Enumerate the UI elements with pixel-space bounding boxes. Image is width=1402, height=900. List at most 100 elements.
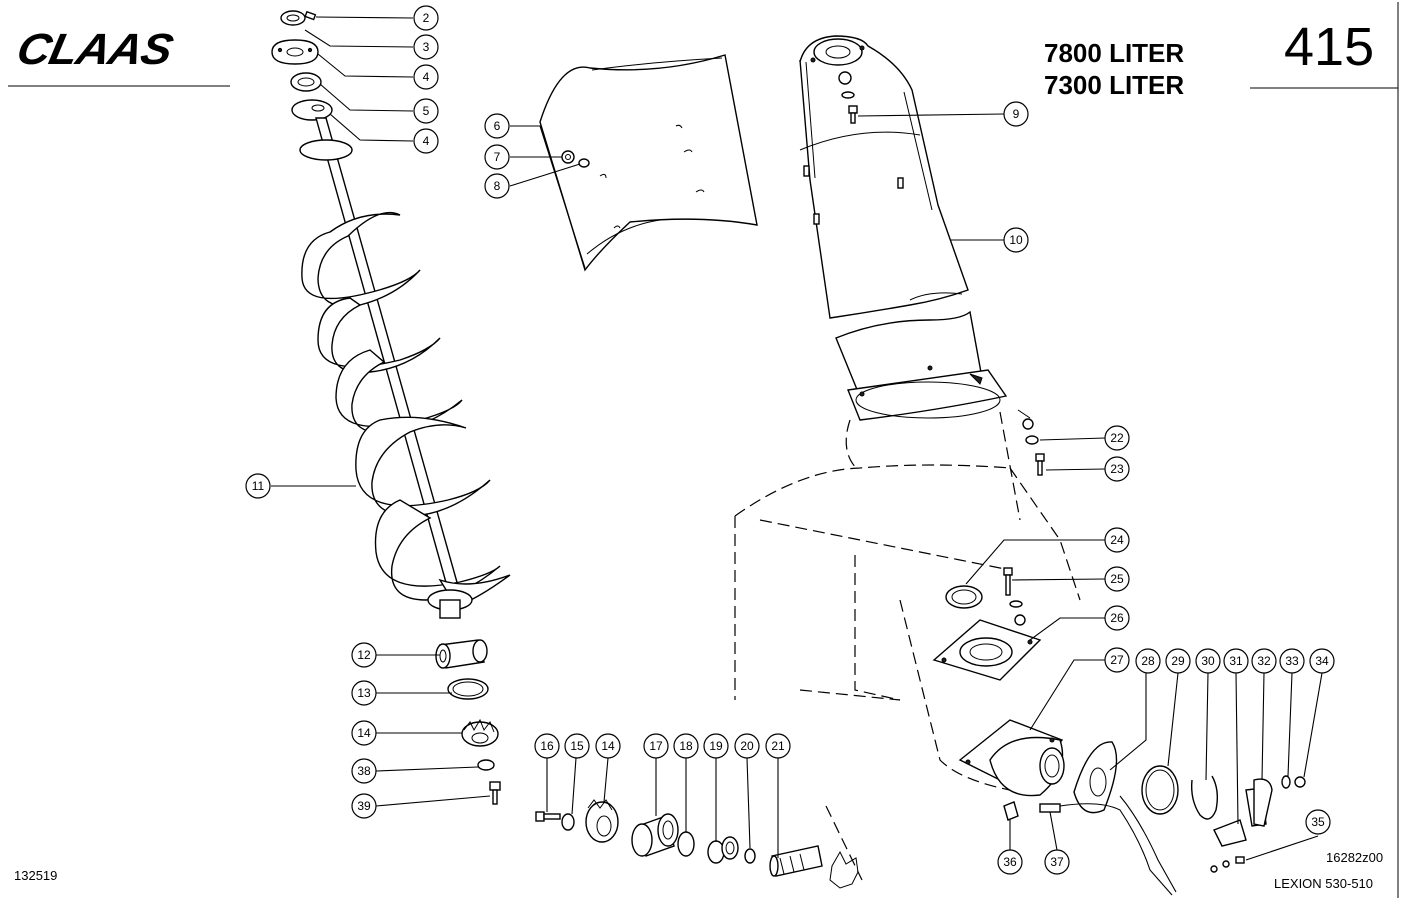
callout-5: 5 bbox=[413, 98, 439, 124]
svg-text:20: 20 bbox=[740, 739, 754, 753]
svg-text:17: 17 bbox=[649, 739, 663, 753]
part-8-washer bbox=[578, 158, 590, 168]
part-7-nut bbox=[561, 150, 575, 164]
part-18-circlip bbox=[677, 831, 695, 857]
callout-37: 37 bbox=[1044, 849, 1070, 875]
callout-6: 6 bbox=[484, 113, 510, 139]
part-35-small-parts bbox=[1210, 856, 1245, 873]
part-5-bearing bbox=[290, 72, 322, 92]
callout-18: 18 bbox=[673, 733, 699, 759]
claas-logo: CLAAS bbox=[12, 24, 177, 74]
callout-16: 16 bbox=[534, 733, 560, 759]
svg-text:11: 11 bbox=[252, 479, 265, 493]
part-21-shaft bbox=[769, 845, 823, 877]
svg-text:14: 14 bbox=[601, 739, 615, 753]
auger-flight-3 bbox=[335, 349, 463, 434]
svg-text:31: 31 bbox=[1229, 654, 1243, 668]
part-9-screw bbox=[838, 71, 858, 124]
callout-14: 14 bbox=[595, 733, 621, 759]
callout-9: 9 bbox=[1003, 101, 1029, 127]
part-27-gear-housing bbox=[958, 719, 1065, 797]
callout-29: 29 bbox=[1165, 648, 1191, 674]
capacity-label-2: 7300 LITER bbox=[1044, 70, 1185, 100]
callout-23: 23 bbox=[1104, 456, 1130, 482]
sprocket-outline bbox=[825, 805, 863, 889]
part-2-pin bbox=[304, 10, 317, 21]
svg-text:38: 38 bbox=[357, 764, 371, 778]
svg-text:24: 24 bbox=[1110, 533, 1124, 547]
auger-housing-outline bbox=[734, 411, 1081, 791]
callout-15: 15 bbox=[564, 733, 590, 759]
callout-24: 24 bbox=[1104, 527, 1130, 553]
part-15-washer bbox=[561, 813, 575, 831]
callout-19: 19 bbox=[703, 733, 729, 759]
part-23-bolt bbox=[1035, 453, 1045, 476]
callout-11: 11 bbox=[245, 473, 271, 499]
svg-text:29: 29 bbox=[1171, 654, 1185, 668]
callout-26: 26 bbox=[1104, 605, 1130, 631]
drawing-id-right: 16282z00 bbox=[1326, 850, 1384, 865]
svg-text:16: 16 bbox=[540, 739, 554, 753]
svg-text:34: 34 bbox=[1315, 654, 1329, 668]
svg-text:18: 18 bbox=[679, 739, 693, 753]
callout-4: 4 bbox=[413, 128, 439, 154]
svg-text:39: 39 bbox=[357, 799, 371, 813]
svg-text:32: 32 bbox=[1257, 654, 1271, 668]
svg-text:19: 19 bbox=[709, 739, 723, 753]
svg-text:12: 12 bbox=[357, 648, 371, 662]
leader-lines bbox=[271, 16, 1323, 861]
svg-text:10: 10 bbox=[1009, 233, 1023, 247]
callout-17: 17 bbox=[643, 733, 669, 759]
callout-21: 21 bbox=[765, 733, 791, 759]
callout-4: 4 bbox=[413, 64, 439, 90]
part-34-nut bbox=[1294, 776, 1306, 788]
drawing-id-left: 132519 bbox=[14, 868, 58, 883]
callout-36: 36 bbox=[997, 849, 1023, 875]
tube-lower-section bbox=[835, 310, 1008, 421]
callout-7: 7 bbox=[484, 144, 510, 170]
part-30-circlip bbox=[1190, 775, 1219, 820]
svg-text:7: 7 bbox=[494, 150, 501, 164]
svg-text:28: 28 bbox=[1141, 654, 1155, 668]
svg-text:21: 21 bbox=[771, 739, 785, 753]
callout-32: 32 bbox=[1251, 648, 1277, 674]
svg-text:33: 33 bbox=[1285, 654, 1299, 668]
svg-text:14: 14 bbox=[357, 726, 371, 740]
part-22-nut-washer bbox=[1017, 409, 1039, 445]
svg-text:6: 6 bbox=[494, 119, 501, 133]
svg-text:22: 22 bbox=[1110, 431, 1124, 445]
callout-28: 28 bbox=[1135, 648, 1161, 674]
callout-39: 39 bbox=[351, 793, 377, 819]
auger-assembly bbox=[271, 10, 511, 805]
svg-text:15: 15 bbox=[570, 739, 584, 753]
callout-34: 34 bbox=[1309, 648, 1335, 674]
svg-text:23: 23 bbox=[1110, 462, 1124, 476]
model-label: LEXION 530-510 bbox=[1274, 876, 1374, 891]
svg-text:26: 26 bbox=[1110, 611, 1124, 625]
callout-35: 35 bbox=[1305, 809, 1331, 835]
part-33-washer bbox=[1281, 775, 1291, 789]
part-6-cover-plate bbox=[539, 54, 758, 272]
part-20-ring bbox=[744, 848, 756, 864]
auger-flight-5 bbox=[374, 499, 501, 601]
svg-text:35: 35 bbox=[1311, 815, 1325, 829]
callout-25: 25 bbox=[1104, 566, 1130, 592]
part-26-bearing-housing bbox=[932, 619, 1042, 681]
svg-text:30: 30 bbox=[1201, 654, 1215, 668]
part-28-gasket bbox=[1073, 741, 1118, 814]
svg-text:27: 27 bbox=[1110, 653, 1124, 667]
part-16-bolt bbox=[535, 811, 561, 822]
callout-31: 31 bbox=[1223, 648, 1249, 674]
part-14-bevel-gear bbox=[461, 718, 499, 747]
callout-12: 12 bbox=[351, 642, 377, 668]
part-17-bearing bbox=[631, 813, 679, 857]
part-38-washer bbox=[477, 759, 495, 771]
svg-text:25: 25 bbox=[1110, 572, 1124, 586]
callout-38: 38 bbox=[351, 758, 377, 784]
callout-33: 33 bbox=[1279, 648, 1305, 674]
part-12-bearing bbox=[435, 639, 488, 669]
part-29-oring bbox=[1141, 765, 1179, 815]
part-10-tube bbox=[799, 35, 969, 319]
part-39-bolt bbox=[489, 781, 501, 805]
